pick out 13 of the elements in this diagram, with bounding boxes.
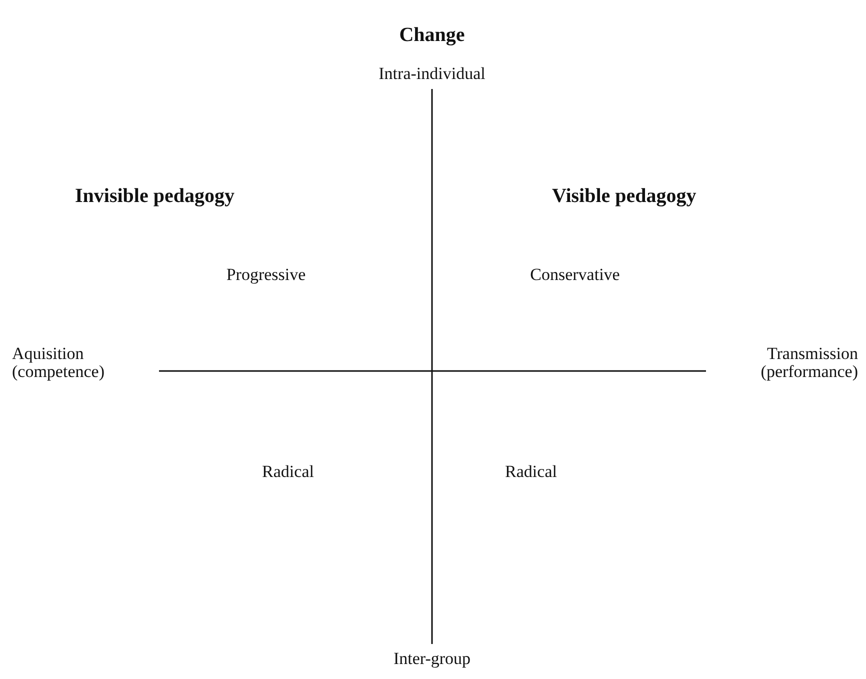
title: Change [399,26,465,44]
axis-end-label: Transmission (performance) [718,345,858,381]
quadrant-label: Radical [262,463,314,481]
axis-end-label: Aquisition (competence) [12,345,147,381]
quadrant-heading: Invisible pedagogy [75,187,234,205]
axis-end-label: Inter-group [393,650,471,668]
axis-line [431,89,433,644]
quadrant-label: Conservative [530,266,620,284]
quadrant-label: Radical [505,463,557,481]
quadrant-label: Progressive [226,266,306,284]
axis-line [159,370,706,372]
axis-end-label: Intra-individual [378,65,486,83]
quadrant-heading: Visible pedagogy [552,187,696,205]
